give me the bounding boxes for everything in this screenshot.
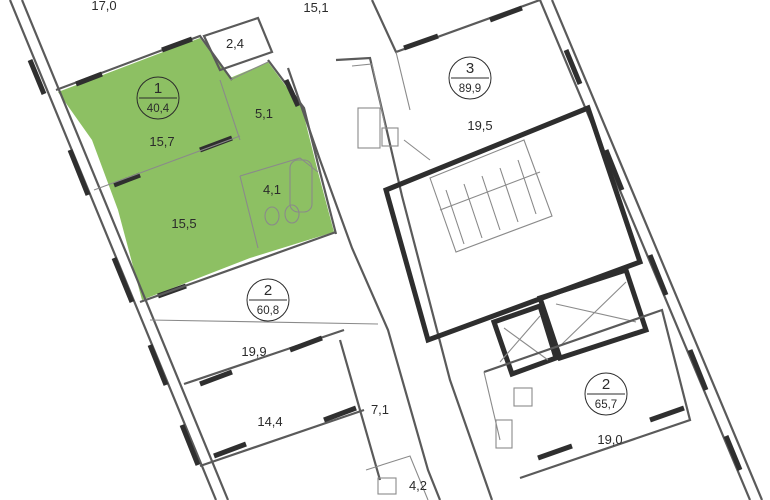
room-area-living-2a: 19,9 <box>241 344 266 359</box>
room-area-living-2b: 19,0 <box>597 432 622 447</box>
room-area-living-1: 15,7 <box>149 134 174 149</box>
stair-core <box>382 104 644 344</box>
apartment-badge-3[interactable]: 3 89,9 <box>448 56 492 100</box>
room-area-hall-1: 5,1 <box>255 106 273 121</box>
corridor-walls <box>286 56 494 500</box>
svg-text:65,7: 65,7 <box>595 399 617 411</box>
svg-text:89,9: 89,9 <box>459 83 481 95</box>
room-area-bedroom-2a: 14,4 <box>257 414 282 429</box>
room-area-top-left: 17,0 <box>91 0 116 13</box>
elevator-shafts <box>490 266 650 378</box>
room-area-bedroom-1: 15,5 <box>171 216 196 231</box>
svg-text:2: 2 <box>264 282 272 299</box>
apartment-badge-2a[interactable]: 2 60,8 <box>246 278 290 322</box>
svg-text:2: 2 <box>602 376 610 393</box>
svg-text:60,8: 60,8 <box>257 305 279 317</box>
apartment-2a-walls <box>149 319 429 500</box>
apartment-3-walls <box>371 0 541 161</box>
apartment-1-highlight[interactable] <box>58 38 334 300</box>
apartment-2b-walls <box>483 308 692 480</box>
facade-left <box>8 0 230 500</box>
toilet-icon <box>264 204 300 226</box>
room-area-top-center: 15,1 <box>303 0 328 15</box>
apartment-badge-1[interactable]: 1 40,4 <box>136 76 180 120</box>
room-area-hall-2a: 7,1 <box>371 402 389 417</box>
apartment-badge-2b[interactable]: 2 65,7 <box>584 372 628 416</box>
svg-text:3: 3 <box>466 60 474 77</box>
bathtub-icon <box>289 159 313 213</box>
svg-text:1: 1 <box>154 80 162 97</box>
svg-text:40,4: 40,4 <box>147 103 170 115</box>
room-area-bath-1: 4,1 <box>263 182 281 197</box>
facade-right <box>538 0 764 500</box>
room-area-storage: 2,4 <box>226 36 244 51</box>
room-area-bath-2a: 4,2 <box>409 478 427 493</box>
storage-room <box>202 16 274 72</box>
room-area-living-3: 19,5 <box>467 118 492 133</box>
